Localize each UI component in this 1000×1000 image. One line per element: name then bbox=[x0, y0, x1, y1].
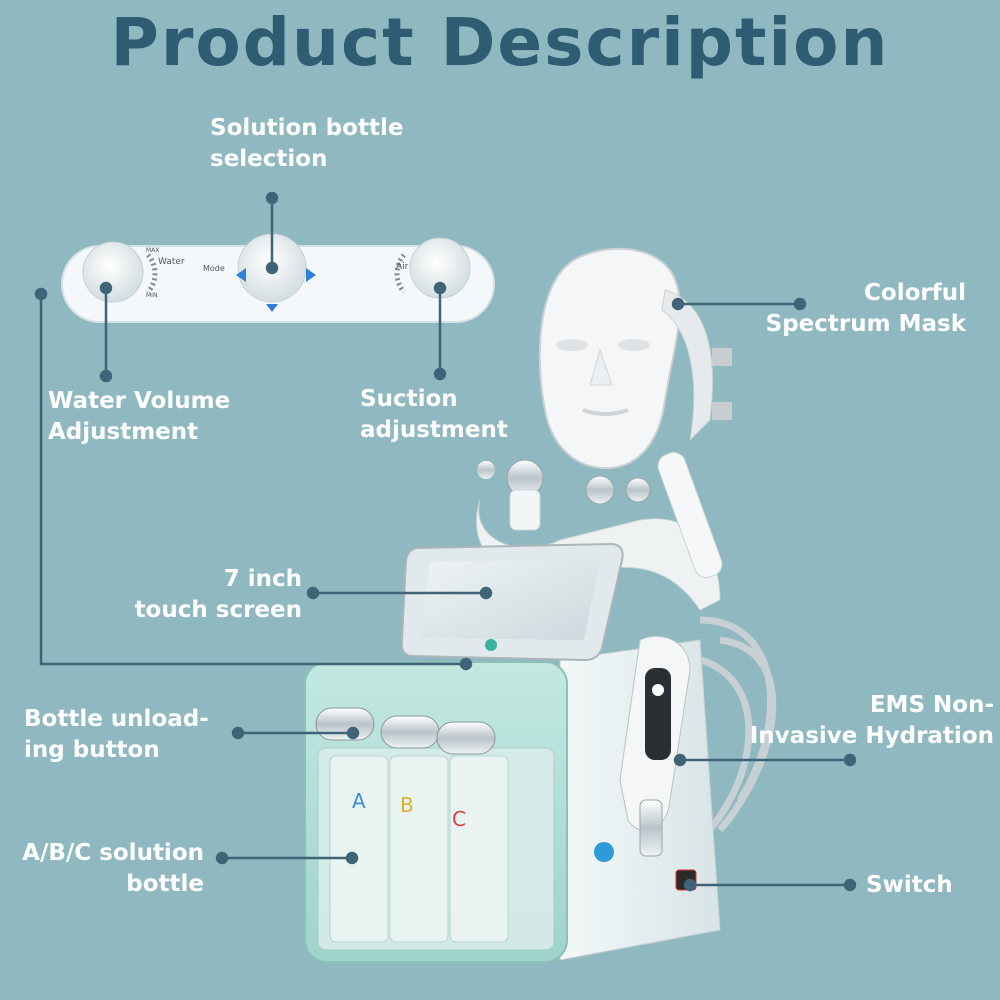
label-touch-screen: 7 inch touch screen bbox=[134, 566, 302, 623]
device-body: A B C bbox=[304, 639, 721, 963]
label-mask: Colorful Spectrum Mask bbox=[765, 280, 966, 337]
face-mask-icon bbox=[538, 247, 732, 470]
bottle-c-letter: C bbox=[452, 807, 466, 831]
label-abc-bottle: A/B/C solution bottle bbox=[22, 840, 204, 897]
panel-min-label: MIN bbox=[146, 292, 158, 299]
oxygen-icon bbox=[594, 842, 614, 862]
panel-water-label: Water bbox=[158, 257, 185, 267]
unload-buttons bbox=[315, 707, 496, 755]
page-title: Product Description bbox=[110, 4, 890, 81]
control-panel bbox=[61, 233, 495, 323]
handpiece-rack bbox=[475, 452, 723, 611]
panel-air-label: Air bbox=[396, 262, 409, 272]
arrow-right-icon bbox=[306, 268, 316, 282]
arrow-left-icon bbox=[236, 268, 246, 282]
panel-max-label: MAX bbox=[146, 247, 160, 254]
bottle-b-letter: B bbox=[400, 793, 414, 817]
label-switch: Switch bbox=[866, 872, 953, 898]
arrow-down-icon bbox=[266, 304, 278, 312]
label-water-volume: Water Volume Adjustment bbox=[48, 388, 231, 445]
knob-icon bbox=[82, 241, 144, 303]
handpiece-icon bbox=[619, 635, 691, 857]
label-solution-bottle-selection: Solution bottle selection bbox=[210, 115, 404, 172]
label-ems: EMS Non- Invasive Hydration bbox=[749, 692, 994, 749]
knob-icon bbox=[237, 233, 307, 303]
touch-screen bbox=[400, 542, 624, 662]
panel-mode-label: Mode bbox=[203, 264, 225, 273]
label-suction: Suction adjustment bbox=[360, 386, 508, 443]
label-bottle-unload: Bottle unload- ing button bbox=[24, 706, 209, 763]
knob-icon bbox=[409, 237, 471, 299]
bottle-a-letter: A bbox=[352, 789, 366, 813]
